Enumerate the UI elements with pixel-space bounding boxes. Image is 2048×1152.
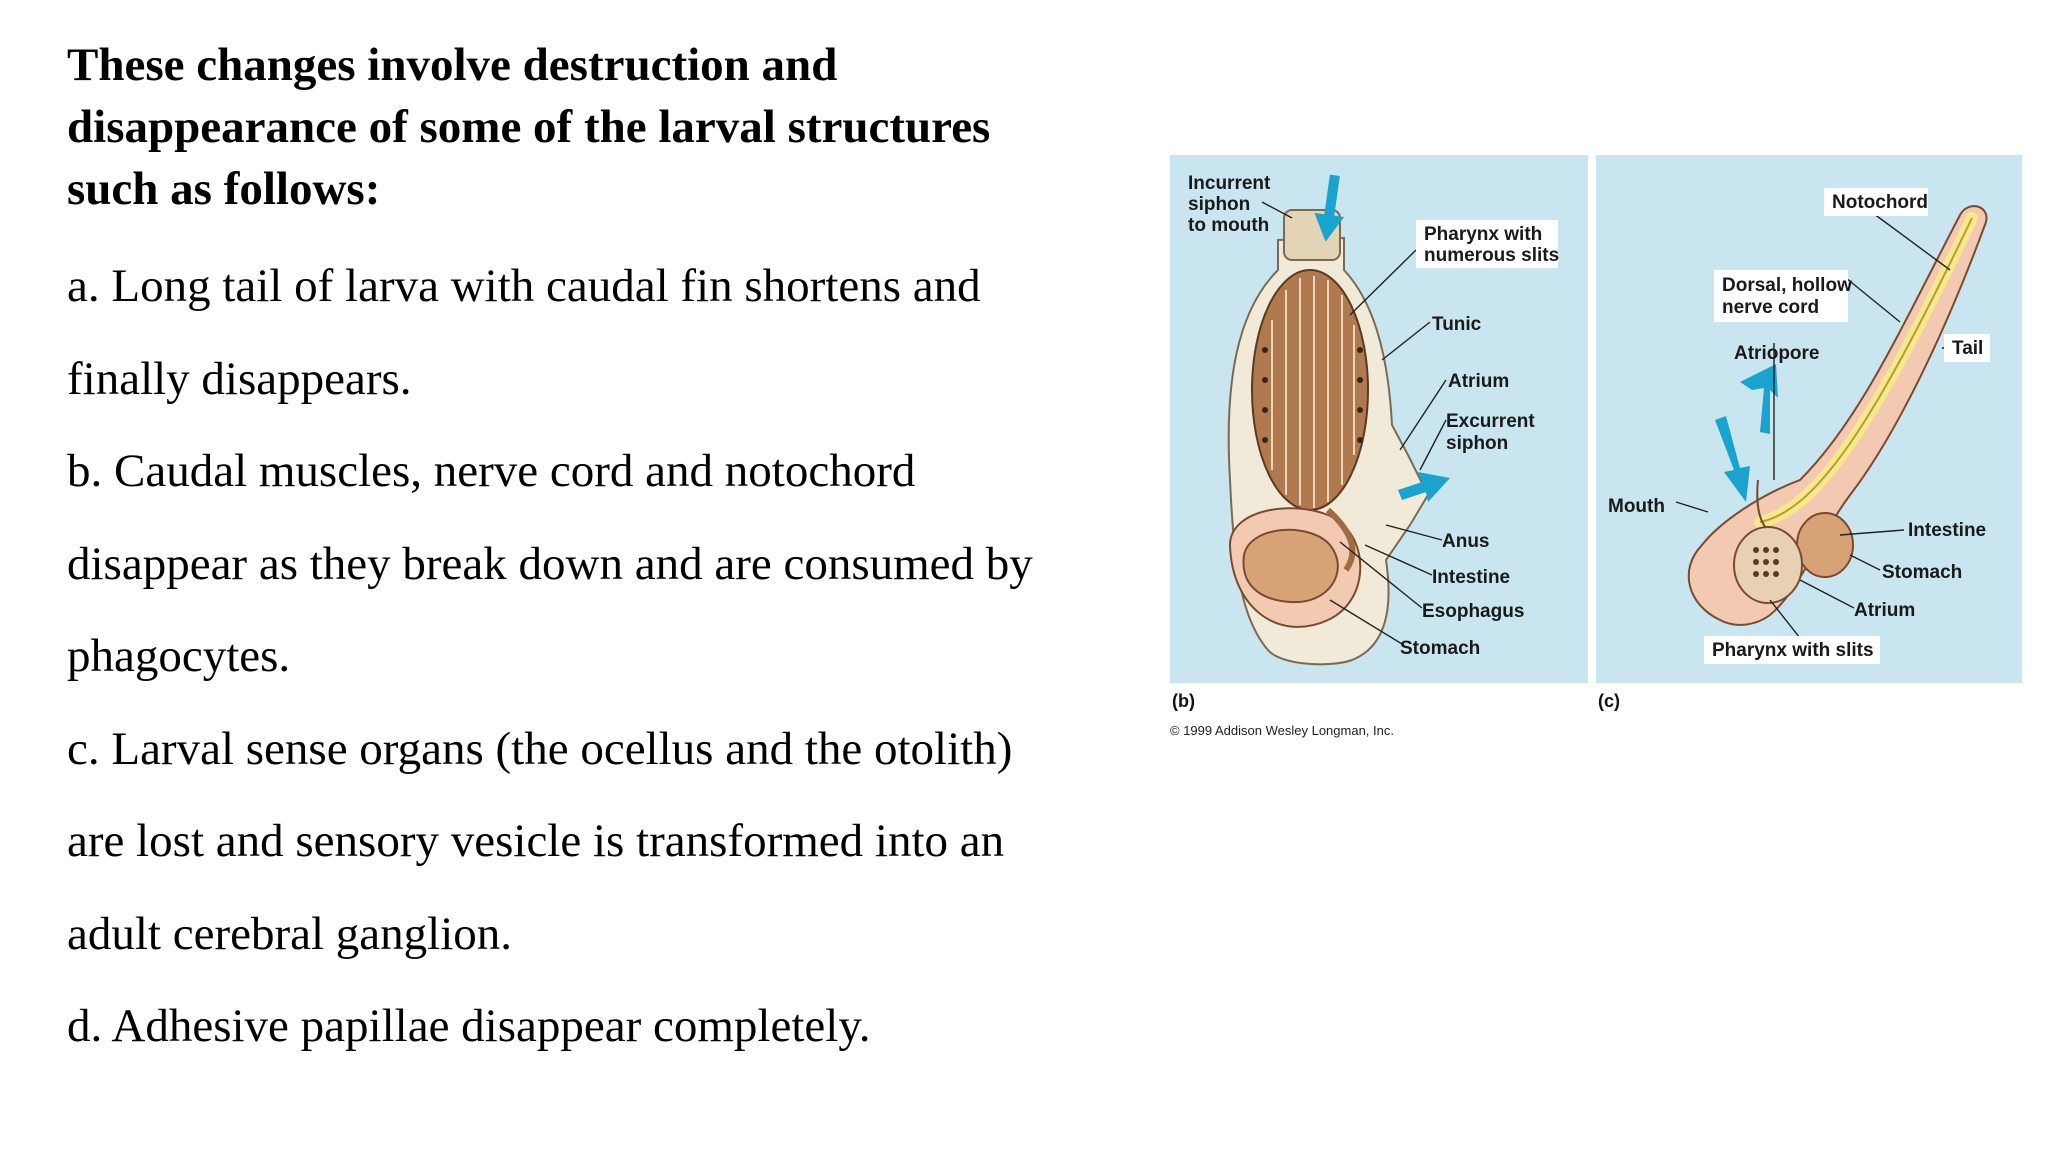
leader-tunic [1381, 321, 1431, 361]
point-b-line-2: disappear as they break down and are con… [67, 537, 1033, 590]
leader-esophagus [1339, 541, 1423, 609]
label-pharynx-c-bg [1704, 636, 1880, 664]
panel-b-letter: (b) [1172, 691, 1195, 711]
label-mouth: Mouth [1608, 496, 1665, 517]
leader-nerve-cord [1845, 277, 1901, 323]
leader-intestine [1364, 544, 1433, 576]
label-anus: Anus [1442, 531, 1490, 552]
leader-pharynx-c [1769, 599, 1801, 639]
leader-intestine-c [1839, 529, 1905, 536]
leader-excurrent [1419, 419, 1447, 471]
pharynx-dots [1262, 347, 1363, 443]
notochord-line [1759, 217, 1973, 523]
label-atrium: Atrium [1448, 371, 1509, 392]
label-nerve-cord-bg [1714, 270, 1848, 322]
heading-line-2: disappearance of some of the larval stru… [67, 101, 991, 153]
panel-c-letter: (c) [1598, 691, 1620, 711]
point-b-line-1: b. Caudal muscles, nerve cord and notoch… [67, 445, 916, 497]
larva-pharynx-slits [1753, 547, 1779, 577]
point-c-line-2: are lost and sensory vesicle is transfor… [67, 815, 1005, 867]
slide-heading: These changes involve destruction and di… [67, 34, 1127, 220]
bullet-list: a. Long tail of larva with caudal fin sh… [67, 240, 1157, 1073]
label-notochord-bg [1824, 188, 1928, 216]
point-c-line-1: c. Larval sense organs (the ocellus and … [67, 722, 1013, 775]
heading-line-3: such as follows: [67, 163, 381, 215]
leader-pharynx [1349, 249, 1417, 316]
leader-atrium-c [1799, 579, 1855, 609]
pharynx-basket [1251, 269, 1369, 511]
leader-stomach [1329, 599, 1403, 645]
label-tail: Tail [1952, 338, 1983, 359]
label-stomach-c: Stomach [1882, 562, 1962, 583]
label-atriopore: Atriopore [1734, 343, 1820, 364]
panel-b: Incurrent siphon to mouth Pharynx with n… [1170, 155, 1588, 738]
leader-anus [1385, 524, 1443, 541]
copyright-text: © 1999 Addison Wesley Longman, Inc. [1170, 723, 1394, 738]
pharynx-slits [1271, 276, 1355, 508]
label-nerve-cord: Dorsal, hollow nerve cord [1722, 275, 1857, 318]
larva-stomach [1796, 512, 1854, 578]
intestine-shape [1325, 507, 1356, 572]
label-pharynx-c: Pharynx with slits [1712, 640, 1874, 661]
label-stomach: Stomach [1400, 638, 1480, 659]
leader-stomach-c [1849, 554, 1881, 571]
label-incurrent: Incurrent siphon to mouth [1188, 173, 1276, 236]
heading-line-1: These changes involve destruction and [67, 39, 838, 91]
atriopore-siphon [1756, 479, 1767, 529]
label-pharynx: Pharynx with numerous slits [1424, 224, 1559, 266]
label-tail-bg [1944, 334, 1990, 362]
leader-atrium [1399, 379, 1447, 451]
atriopore-arrow [1740, 364, 1778, 434]
point-c-line-3: adult cerebral ganglion. [67, 907, 513, 960]
excurrent-arrow [1398, 472, 1450, 502]
point-d-line-1: d. Adhesive papillae disappear completel… [67, 1000, 871, 1052]
label-pharynx-bg [1416, 220, 1558, 268]
leader-incurrent [1261, 201, 1293, 219]
leader-notochord [1865, 207, 1951, 271]
label-intestine-c: Intestine [1908, 520, 1986, 541]
figure-svg: Incurrent siphon to mouth Pharynx with n… [1170, 155, 2022, 738]
leader-mouth [1675, 501, 1709, 513]
stomach-shape [1242, 528, 1339, 604]
panel-c: Notochord Dorsal, hollow nerve cord Atri… [1596, 155, 2022, 711]
mouth-arrow [1715, 416, 1750, 502]
incurrent-arrow [1314, 174, 1345, 242]
label-notochord: Notochord [1832, 192, 1928, 213]
larva-pharynx [1733, 526, 1803, 604]
point-a-line-1: a. Long tail of larva with caudal fin sh… [67, 260, 981, 312]
label-excurrent: Excurrent siphon [1446, 411, 1540, 454]
label-atrium-c: Atrium [1854, 600, 1915, 621]
point-a-line-2: finally disappears. [67, 352, 412, 405]
label-tunic: Tunic [1432, 314, 1482, 335]
tunicate-metamorphosis-figure: Incurrent siphon to mouth Pharynx with n… [1160, 150, 2030, 750]
label-intestine: Intestine [1432, 567, 1510, 588]
point-b-line-3: phagocytes. [67, 630, 291, 682]
label-esophagus: Esophagus [1422, 601, 1524, 622]
